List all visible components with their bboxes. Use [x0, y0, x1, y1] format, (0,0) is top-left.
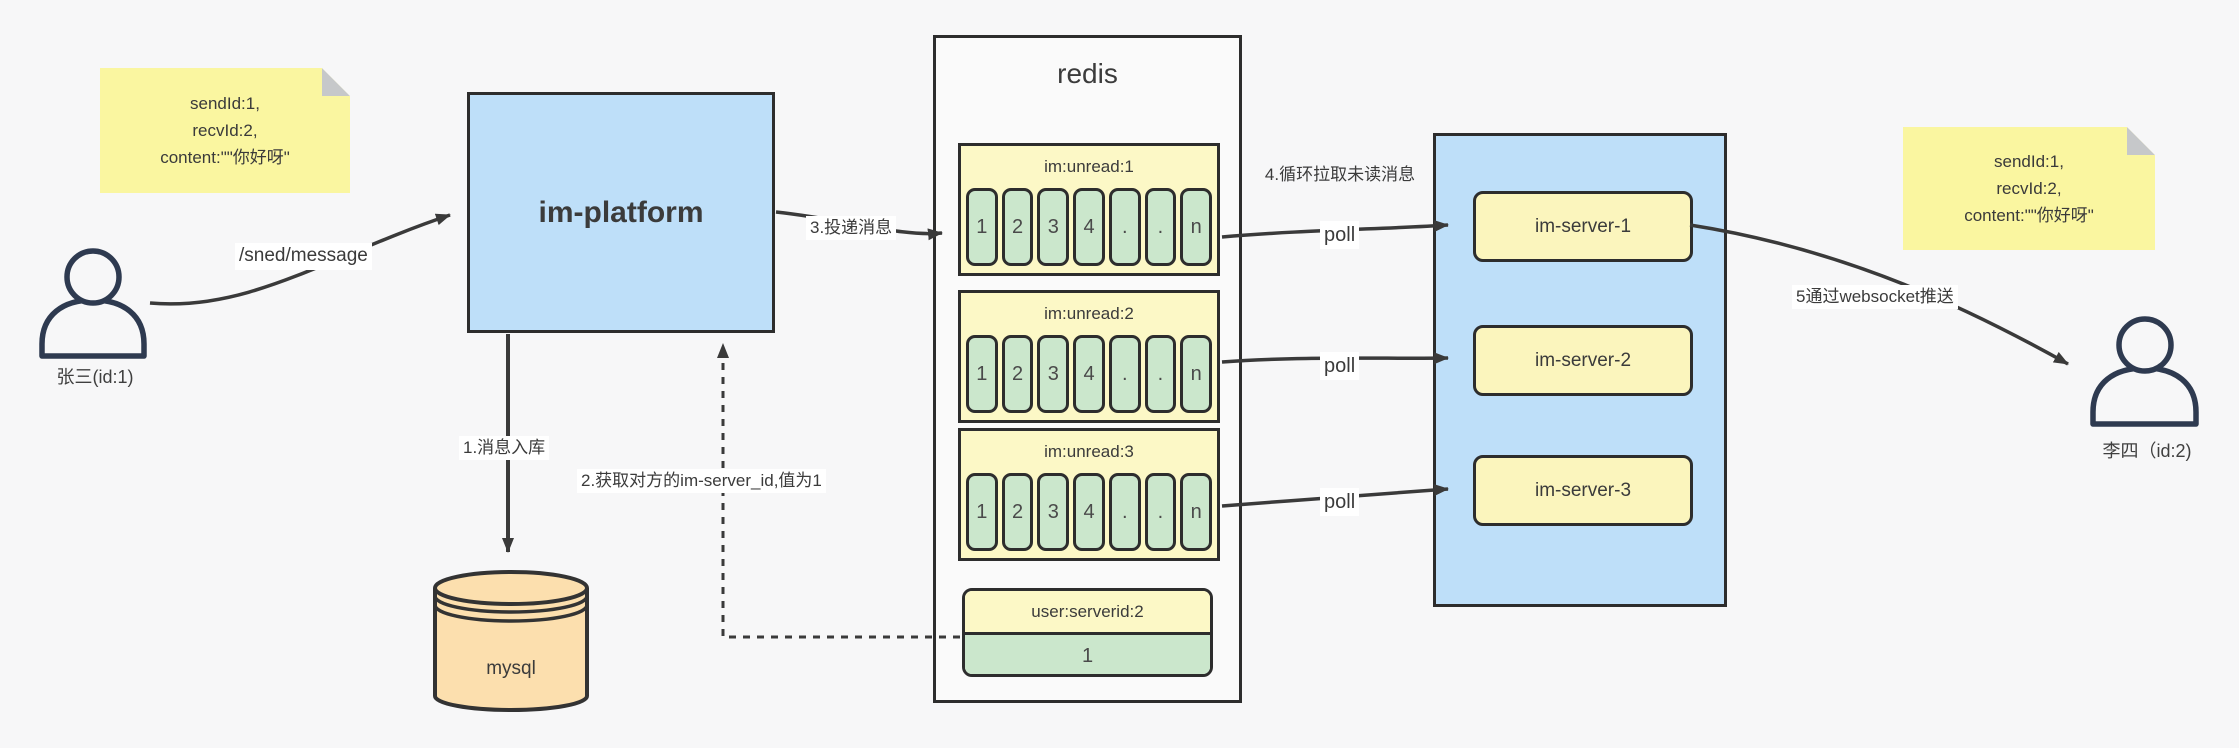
note-line: sendId:1,: [190, 93, 260, 113]
edge-label-step2: 2.获取对方的im-server_id,值为1: [577, 469, 826, 494]
queue-cell: 2: [1001, 335, 1034, 413]
queue-cells: 1 2 3 4 . . n: [961, 188, 1217, 266]
queue-cells: 1 2 3 4 . . n: [961, 335, 1217, 413]
im-server-3-node: im-server-3: [1473, 455, 1693, 526]
edge-label-poll-3: poll: [1320, 488, 1360, 516]
im-server-group: im-server-1 im-server-2 im-server-3: [1433, 133, 1727, 607]
note-fold-icon: [322, 68, 350, 96]
queue-cell: 3: [1037, 335, 1070, 413]
queue-im-unread-3: im:unread:3 1 2 3 4 . . n: [958, 428, 1220, 561]
im-server-2-node: im-server-2: [1473, 325, 1693, 396]
queue-cell: .: [1108, 335, 1141, 413]
queue-name: im:unread:1: [1044, 157, 1134, 176]
user-icon: [39, 248, 147, 359]
queue-im-unread-2: im:unread:2 1 2 3 4 . . n: [958, 290, 1220, 423]
queue-cell: n: [1180, 188, 1213, 266]
edge-label-poll-1: poll: [1320, 221, 1360, 249]
im-platform-node: im-platform: [467, 92, 775, 333]
receiver-label: 李四（id:2): [2102, 441, 2192, 461]
user-serverid-key: user:serverid:2: [965, 591, 1210, 635]
note-fold-icon: [2127, 127, 2155, 155]
queue-cell: 3: [1037, 188, 1070, 266]
queue-cell: 1: [966, 473, 998, 551]
im-platform-label: im-platform: [538, 195, 704, 229]
queue-cell: .: [1144, 188, 1177, 266]
queue-cell: .: [1144, 335, 1177, 413]
edge-label-step1: 1.消息入库: [459, 436, 550, 461]
edge-label-poll-2: poll: [1320, 352, 1360, 380]
user-serverid-value: 1: [965, 635, 1210, 674]
edge-label-step3: 3.投递消息: [806, 216, 897, 241]
queue-name: im:unread:2: [1044, 304, 1134, 323]
note-line: recvId:2,: [1996, 178, 2062, 198]
im-server-3-label: im-server-3: [1534, 479, 1632, 501]
mysql-label: mysql: [486, 658, 536, 679]
im-server-2-label: im-server-2: [1534, 349, 1632, 371]
sender-label: 张三(id:1): [56, 367, 134, 387]
edge-label-step4: 4.循环拉取未读消息: [1257, 163, 1423, 188]
note-line: content:""你好呀": [160, 148, 290, 168]
edge-label-step5: 5通过websocket推送: [1792, 285, 1958, 310]
note-line: recvId:2,: [192, 120, 258, 140]
queue-cell: 4: [1073, 335, 1105, 413]
im-server-1-label: im-server-1: [1534, 215, 1632, 237]
note-line: sendId:1,: [1994, 151, 2064, 171]
im-server-1-node: im-server-1: [1473, 191, 1693, 262]
queue-cell: 4: [1073, 188, 1105, 266]
user-serverid-box: user:serverid:2 1: [962, 588, 1213, 677]
queue-cell: .: [1144, 473, 1177, 551]
edge-label-send-message: /sned/message: [235, 243, 372, 270]
queue-cell: n: [1180, 473, 1213, 551]
queue-cell: .: [1108, 473, 1141, 551]
queue-name: im:unread:3: [1044, 442, 1134, 461]
user-icon: [2090, 316, 2199, 427]
sticky-note-right: sendId:1, recvId:2, content:""你好呀": [1903, 127, 2155, 250]
queue-cell: .: [1108, 188, 1141, 266]
queue-cell: 2: [1001, 188, 1034, 266]
note-line: content:""你好呀": [1964, 206, 2094, 226]
mysql-database-icon: mysql: [433, 570, 589, 712]
queue-cell: 1: [966, 188, 998, 266]
sticky-note-left: sendId:1, recvId:2, content:""你好呀": [100, 68, 350, 193]
queue-cell: n: [1180, 335, 1213, 413]
queue-cell: 4: [1073, 473, 1105, 551]
queue-cell: 1: [966, 335, 998, 413]
queue-cells: 1 2 3 4 . . n: [961, 473, 1217, 551]
queue-cell: 3: [1037, 473, 1070, 551]
queue-cell: 2: [1001, 473, 1034, 551]
queue-im-unread-1: im:unread:1 1 2 3 4 . . n: [958, 143, 1220, 276]
redis-title: redis: [1057, 58, 1118, 89]
